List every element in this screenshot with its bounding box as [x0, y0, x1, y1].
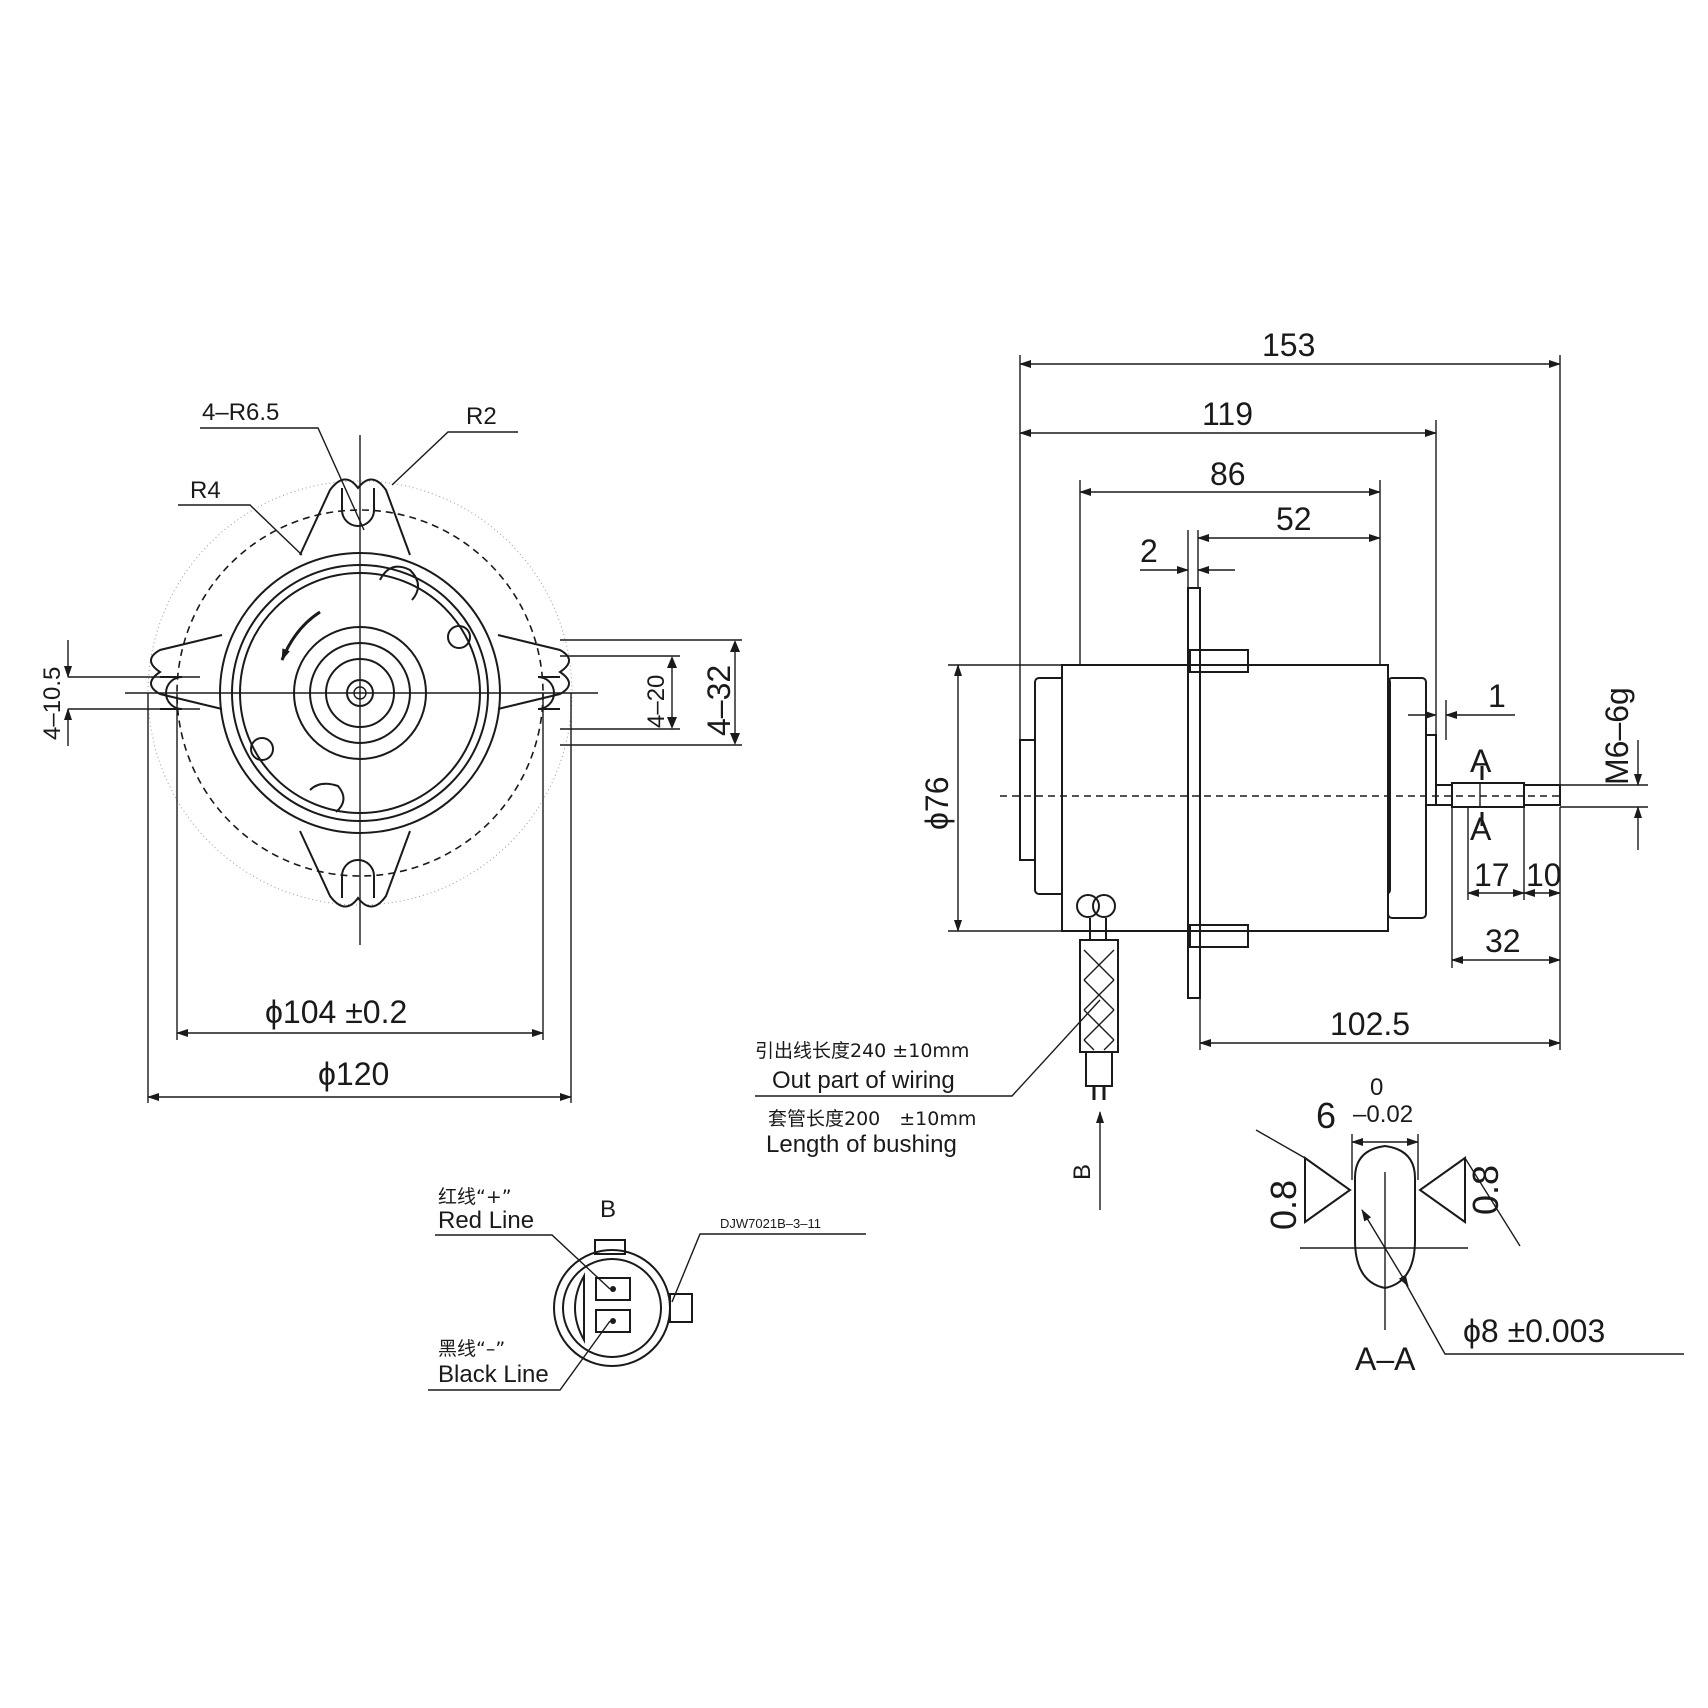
dim-phi-8-line — [1361, 1209, 1409, 1287]
roughness-left — [1304, 1156, 1352, 1224]
mount-flange-top — [1189, 649, 1249, 673]
label-r4: R4 — [190, 477, 221, 504]
pin-black — [610, 1318, 616, 1324]
front-boss — [1425, 734, 1437, 806]
front-view: 4–R6.5 R2 R4 4–10.5 4–20 4–32 ϕ104 ±0.2 … — [39, 399, 742, 1103]
leader-phi-8 — [1405, 1283, 1684, 1355]
flange-outline — [150, 478, 570, 908]
pin-red — [610, 1286, 616, 1292]
connector-view: B 红线“+” Red Line 黑线“–” Black Line DJW702… — [428, 1186, 866, 1391]
label-red-en: Red Line — [438, 1207, 534, 1234]
label-r2: R2 — [466, 403, 497, 430]
label-1: 1 — [1488, 678, 1506, 714]
mount-hole-1 — [447, 625, 471, 649]
label-roughness-left: 0.8 — [1263, 1180, 1304, 1230]
label-roughness-right: 0.8 — [1465, 1165, 1506, 1215]
housing-cutout-2 — [309, 782, 345, 813]
label-4-r6-5: 4–R6.5 — [202, 399, 279, 426]
label-phi-8: ϕ8 ±0.003 — [1463, 1313, 1605, 1349]
label-lead-en: Out part of wiring — [772, 1067, 955, 1094]
grommet-2 — [1092, 894, 1116, 918]
connector-key-top — [594, 1239, 626, 1255]
label-10: 10 — [1526, 857, 1562, 893]
label-6: 6 — [1316, 1095, 1336, 1136]
front-endcap — [1387, 677, 1427, 919]
section-aa: 6 0 –0.02 0.8 0.8 ϕ8 ±0.003 A–A — [1255, 1074, 1684, 1377]
label-4-10-5: 4–10.5 — [39, 667, 66, 740]
leader-part-no — [671, 1233, 866, 1303]
label-m6-6g: M6–6g — [1599, 687, 1635, 785]
slot-bottom — [341, 859, 375, 898]
bushing-sleeve — [1079, 939, 1119, 1053]
label-view-b: B — [1069, 1164, 1096, 1180]
side-view: 153 119 86 52 2 1 ϕ76 M6–6g A A — [755, 327, 1648, 1210]
label-17: 17 — [1474, 857, 1510, 893]
roughness-right-tail — [1464, 1157, 1521, 1247]
leader-red — [435, 1234, 611, 1290]
grommet-1 — [1076, 894, 1100, 918]
section-mark-top: A — [1470, 743, 1492, 779]
label-bushing-en: Length of bushing — [766, 1131, 957, 1158]
label-black-en: Black Line — [438, 1361, 549, 1388]
connector-inner — [562, 1258, 662, 1358]
pin-slot-black — [595, 1309, 631, 1333]
label-32: 32 — [1485, 923, 1521, 959]
section-mark-bottom: A — [1470, 811, 1492, 847]
label-4-32: 4–32 — [701, 665, 737, 736]
stator-body — [1061, 664, 1389, 932]
label-phi-120: ϕ120 — [318, 1056, 389, 1092]
label-phi-104: ϕ104 ±0.2 — [265, 994, 407, 1030]
connector-title: B — [600, 1196, 616, 1223]
label-phi-76: ϕ76 — [919, 776, 955, 830]
label-tol-lower: –0.02 — [1353, 1101, 1413, 1128]
section-title: A–A — [1355, 1341, 1416, 1377]
mount-flange-bottom — [1189, 924, 1249, 948]
leader-r6-5 — [200, 427, 365, 531]
connector-latch — [669, 1293, 693, 1323]
label-119: 119 — [1202, 396, 1253, 432]
shaft-thread — [1523, 784, 1561, 806]
leader-black — [428, 1320, 611, 1391]
connector-lock-bar — [574, 1272, 585, 1344]
label-part-no: DJW7021B–3–11 — [720, 1216, 821, 1231]
housing-cutout-1 — [379, 565, 419, 601]
shaft-collar — [1435, 784, 1453, 806]
shaft — [1451, 782, 1525, 808]
slot-top — [341, 488, 375, 527]
leader-r4 — [178, 504, 303, 556]
label-bushing-cn: 套管长度200 ±10mm — [768, 1108, 976, 1130]
leader-wiring — [755, 999, 1101, 1097]
dim-32-arrows — [730, 640, 740, 745]
label-black-cn: 黑线“–” — [438, 1338, 505, 1360]
bushing-hatch — [1083, 949, 1115, 1051]
label-52: 52 — [1276, 501, 1312, 537]
connector-outer — [553, 1249, 671, 1367]
label-red-cn: 红线“+” — [438, 1186, 512, 1208]
roughness-right — [1418, 1156, 1466, 1224]
rear-boss — [1019, 739, 1036, 861]
pin-slot-red — [595, 1277, 631, 1301]
label-2: 2 — [1140, 533, 1158, 569]
mount-hole-2 — [250, 737, 274, 761]
label-lead-cn: 引出线长度240 ±10mm — [755, 1040, 969, 1062]
label-4-20: 4–20 — [643, 675, 670, 728]
label-102-5: 102.5 — [1330, 1006, 1410, 1042]
wire-pair — [1085, 1051, 1113, 1087]
label-tol-upper: 0 — [1370, 1074, 1383, 1101]
rotation-arrow — [280, 610, 321, 661]
label-153: 153 — [1262, 327, 1315, 363]
leader-r2 — [391, 431, 518, 486]
roughness-left-tail — [1255, 1129, 1306, 1159]
label-86: 86 — [1210, 456, 1246, 492]
